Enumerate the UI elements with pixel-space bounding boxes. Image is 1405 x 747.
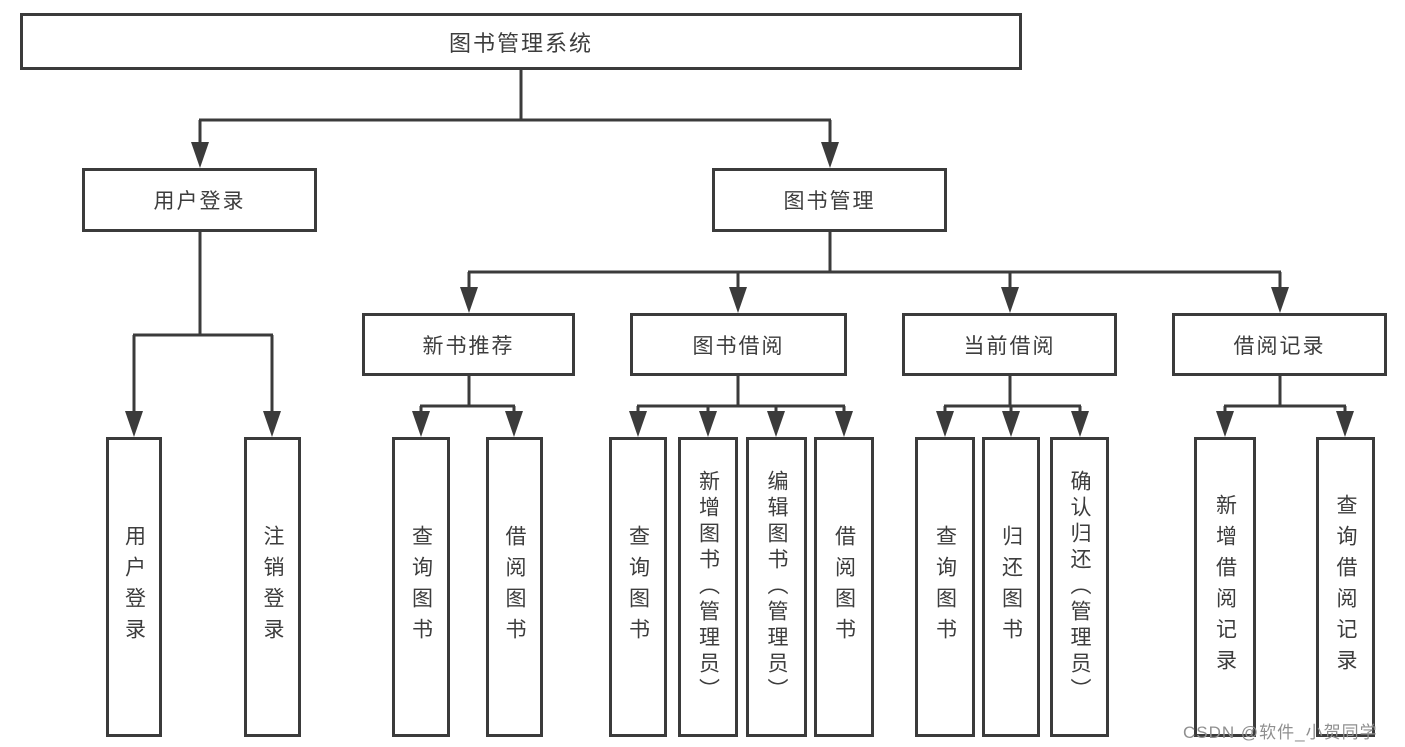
node-borrowing-records-label: 借阅记录 xyxy=(1233,334,1326,358)
leaf-edit-book-admin-label: 编辑图书（管理员） xyxy=(765,470,788,704)
node-book-management-label: 图书管理 xyxy=(783,190,876,213)
node-library-system-label: 图书管理系统 xyxy=(448,30,593,56)
leaf-return-books: 归还图书 xyxy=(982,437,1040,737)
leaf-add-borrow-record: 新增借阅记录 xyxy=(1194,437,1256,737)
leaf-add-book-admin-label: 新增图书（管理员） xyxy=(696,470,720,704)
leaf-query-borrow-record: 查询借阅记录 xyxy=(1316,437,1375,737)
connector-userlogin-to-leaves xyxy=(132,232,274,417)
node-book-borrowing-label: 图书借阅 xyxy=(692,334,785,358)
leaf-query-books-current: 查询图书 xyxy=(915,437,975,737)
leaf-borrow-books-recommend: 借阅图书 xyxy=(486,437,543,737)
leaf-query-books-recommend-label: 查询图书 xyxy=(409,525,433,649)
connector-borrowing-to-leaves xyxy=(636,376,846,417)
csdn-watermark: CSDN @软件_小贺同学 xyxy=(1183,723,1378,742)
connector-records-to-leaves xyxy=(1223,376,1347,417)
leaf-add-book-admin: 新增图书（管理员） xyxy=(678,437,738,737)
connector-newbook-to-leaves xyxy=(419,376,516,417)
leaf-user-login-label: 用户登录 xyxy=(122,525,146,649)
leaf-logout: 注销登录 xyxy=(244,437,301,737)
node-user-login-branch: 用户登录 xyxy=(82,168,317,232)
leaf-borrow-books-recommend-label: 借阅图书 xyxy=(503,525,526,649)
node-book-management: 图书管理 xyxy=(712,168,947,232)
node-new-book-recommend: 新书推荐 xyxy=(362,313,575,376)
leaf-confirm-return-admin: 确认归还（管理员） xyxy=(1050,437,1109,737)
node-current-borrowing: 当前借阅 xyxy=(902,313,1117,376)
leaf-borrow-books-borrowing: 借阅图书 xyxy=(814,437,874,737)
leaf-logout-label: 注销登录 xyxy=(261,525,284,649)
node-user-login-branch-label: 用户登录 xyxy=(153,190,246,213)
leaf-return-books-label: 归还图书 xyxy=(999,525,1023,649)
leaf-query-books-borrowing-label: 查询图书 xyxy=(626,525,650,649)
node-book-borrowing: 图书借阅 xyxy=(630,313,847,376)
connector-bookmgmt-to-level3 xyxy=(467,232,1282,293)
leaf-edit-book-admin: 编辑图书（管理员） xyxy=(746,437,807,737)
arrowheads xyxy=(125,142,1354,437)
leaf-query-borrow-record-label: 查询借阅记录 xyxy=(1334,494,1357,680)
node-current-borrowing-label: 当前借阅 xyxy=(963,334,1056,358)
leaf-query-books-borrowing: 查询图书 xyxy=(609,437,667,737)
leaf-add-borrow-record-label: 新增借阅记录 xyxy=(1213,494,1237,680)
leaf-confirm-return-admin-label: 确认归还（管理员） xyxy=(1068,470,1091,704)
connector-root-to-level2 xyxy=(198,70,832,148)
connector-current-to-leaves xyxy=(943,376,1082,417)
node-library-system: 图书管理系统 xyxy=(20,13,1022,70)
leaf-query-books-recommend: 查询图书 xyxy=(392,437,450,737)
node-new-book-recommend-label: 新书推荐 xyxy=(422,334,515,358)
node-borrowing-records: 借阅记录 xyxy=(1172,313,1387,376)
leaf-user-login: 用户登录 xyxy=(106,437,162,737)
leaf-borrow-books-borrowing-label: 借阅图书 xyxy=(832,525,856,649)
leaf-query-books-current-label: 查询图书 xyxy=(933,525,957,649)
